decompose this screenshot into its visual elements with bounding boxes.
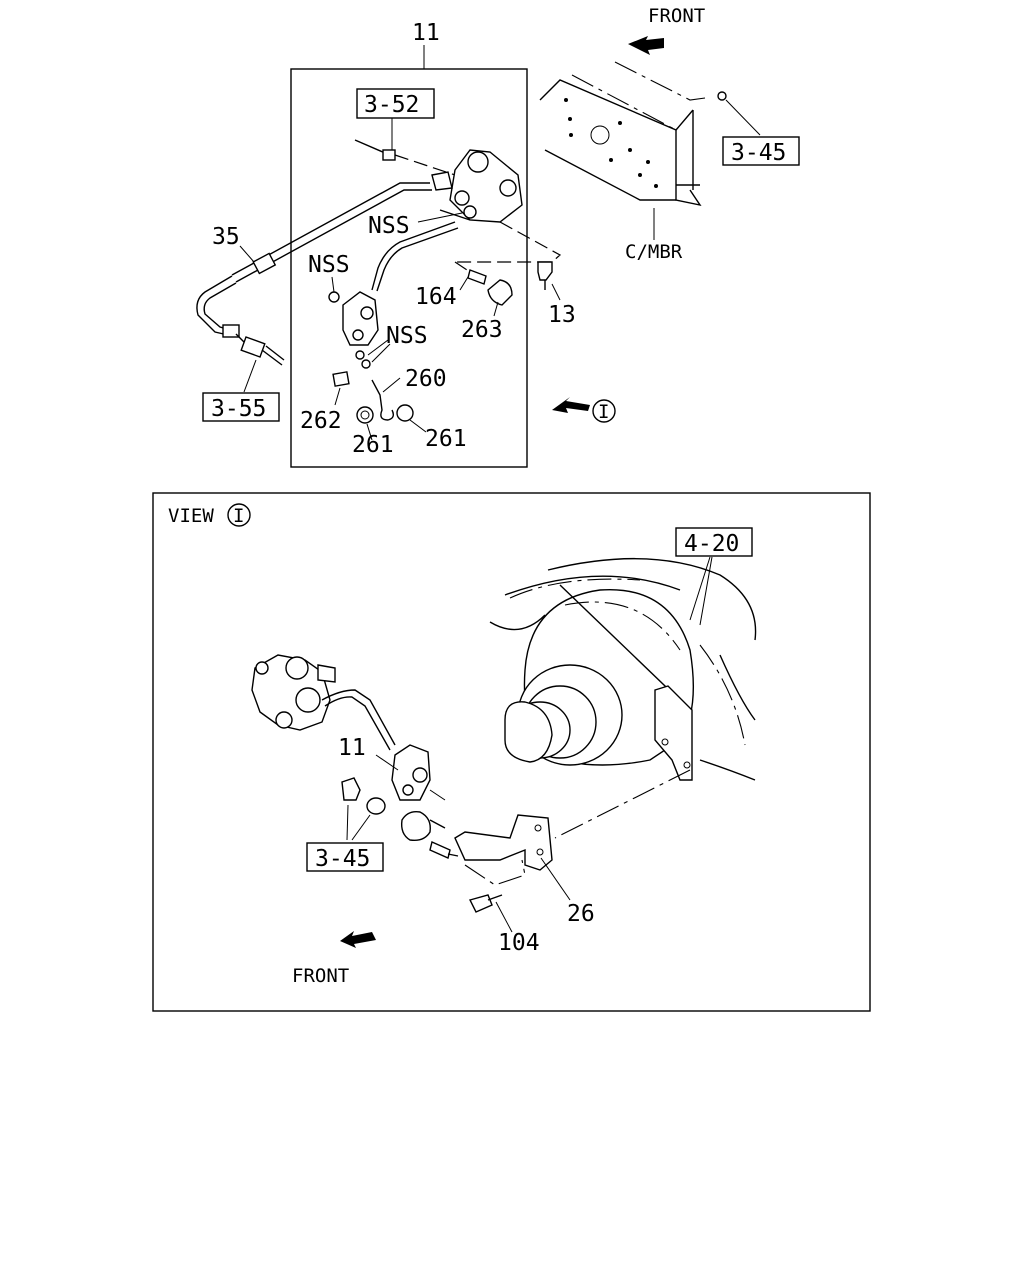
ref-box-3-52 <box>356 88 435 119</box>
brake-pipe-35 <box>196 182 432 366</box>
bushing-261a <box>356 406 374 424</box>
top-exploded-view: 11 FRONT C/MBR <box>196 5 800 468</box>
assembly-11-label: 11 <box>412 20 440 46</box>
part-261b-label: 261 <box>425 426 467 452</box>
cap-263 <box>487 279 513 306</box>
nss-label-3: NSS <box>386 323 428 349</box>
assembly-11-box <box>290 68 528 468</box>
view-arrow-icon <box>552 397 590 413</box>
bolt-164 <box>467 269 487 285</box>
valve-assembly-view-i <box>251 654 396 751</box>
part-11-label-view-i: 11 <box>338 735 366 761</box>
ref-box-4-20 <box>675 527 753 557</box>
ref-box-3-55 <box>202 392 280 422</box>
ref-4-20: 4-20 <box>684 531 739 557</box>
washer-view-i <box>366 797 386 815</box>
ref-3-45-view-i: 3-45 <box>315 846 370 872</box>
view-i-frame <box>152 492 871 1012</box>
bushing-261b <box>396 404 414 422</box>
ref-box-3-45-top <box>722 136 800 166</box>
part-262-label: 262 <box>300 408 342 434</box>
part-164-label: 164 <box>415 284 457 310</box>
view-i-title: VIEW <box>168 505 214 527</box>
part-261a-label: 261 <box>352 432 394 458</box>
bracket-26 <box>454 814 553 871</box>
bolt-104 <box>468 894 493 913</box>
eye-bolt-260 <box>371 379 395 421</box>
ref-3-55: 3-55 <box>211 396 266 422</box>
view-marker-circle <box>592 399 616 423</box>
view-i-panel: VIEW I 4-20 <box>152 492 871 1012</box>
part-26-label: 26 <box>567 901 595 927</box>
view-i-marker: I <box>233 505 244 527</box>
bolt-3-52 <box>354 139 386 154</box>
nut-view-i <box>341 777 361 801</box>
nss-label-2: NSS <box>308 252 350 278</box>
part-263-label: 263 <box>461 317 503 343</box>
front-label-top: FRONT <box>648 5 705 27</box>
nss-label-1: NSS <box>368 213 410 239</box>
bolt-13 <box>537 261 553 281</box>
valve-assembly-top <box>431 149 523 223</box>
part-104-label: 104 <box>498 930 540 956</box>
ref-3-52: 3-52 <box>364 92 419 118</box>
cross-member-label: C/MBR <box>625 241 683 263</box>
ref-3-45-top: 3-45 <box>731 140 786 166</box>
bracket-4-20 <box>654 685 693 781</box>
pin-262 <box>332 371 350 387</box>
part-13-label: 13 <box>548 302 576 328</box>
front-label-bottom: FRONT <box>292 965 349 987</box>
ref-box-3-45-view-i <box>306 842 384 872</box>
bushing-view-i <box>400 810 431 842</box>
cross-member-frame <box>539 61 706 240</box>
front-arrow-top-icon <box>628 36 664 55</box>
axle-housing <box>489 557 757 781</box>
part-260-label: 260 <box>405 366 447 392</box>
part-35-label: 35 <box>212 224 240 250</box>
view-marker: I <box>598 401 609 423</box>
nut-icon-top <box>717 91 727 101</box>
height-sensor-view-i <box>391 744 431 801</box>
height-sensor-top <box>342 221 459 346</box>
front-arrow-bottom-icon <box>340 931 376 948</box>
